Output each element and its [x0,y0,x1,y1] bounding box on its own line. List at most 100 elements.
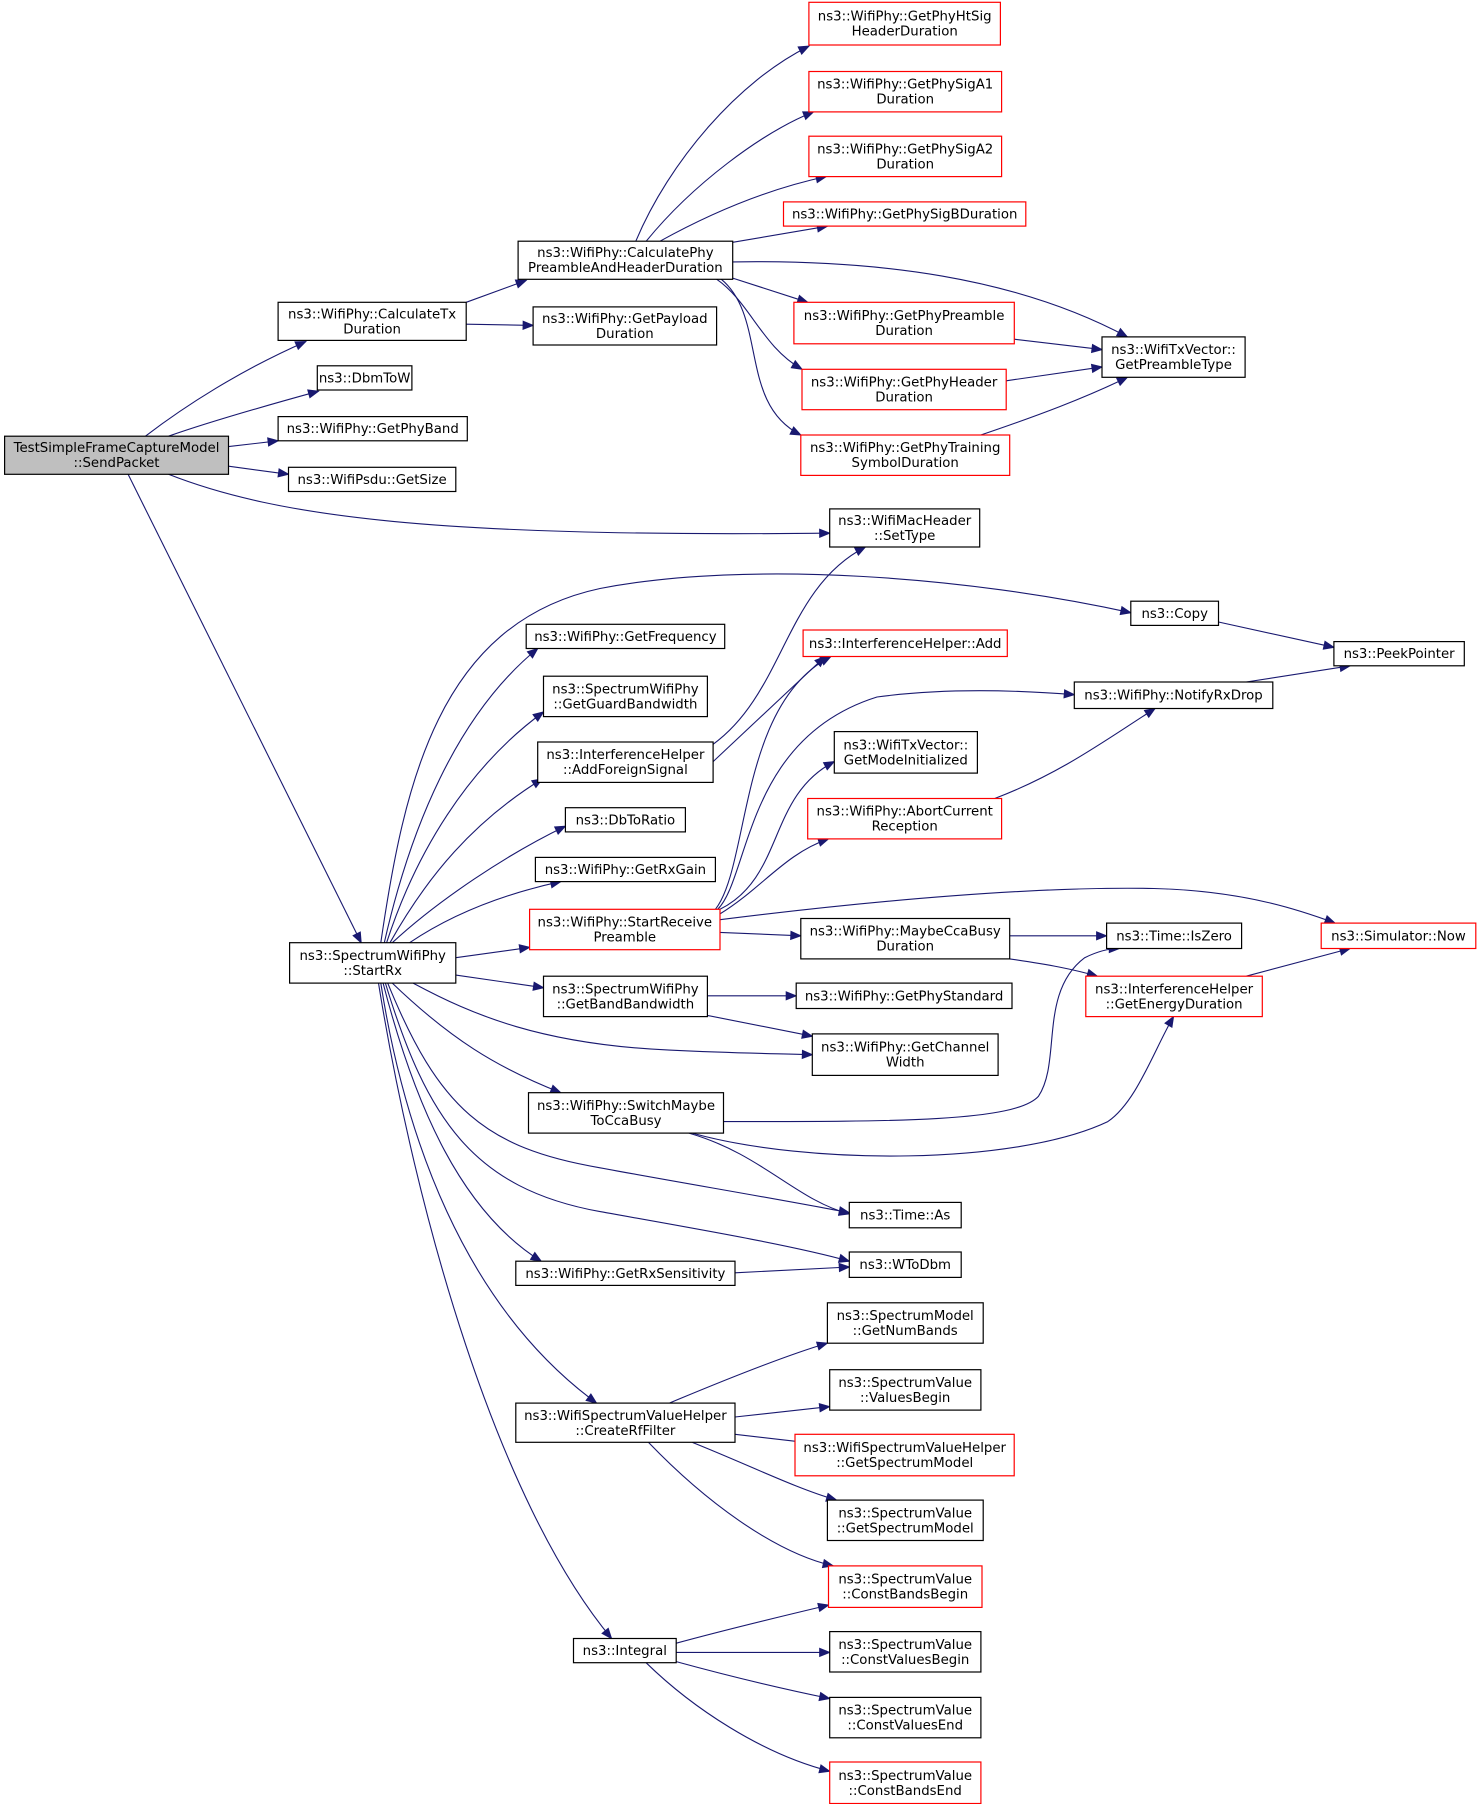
node-box [3,435,230,475]
node-constValuesBegin[interactable]: ns3::SpectrumValue::ConstValuesBegin [829,1630,982,1673]
node-simNow[interactable]: ns3::Simulator::Now [1320,922,1477,950]
edge-phyPreamble-preambleType [1014,338,1103,351]
edge-startRx-channelWidth [412,982,813,1056]
node-label-line: ns3::WifiPhy::GetPhySigBDuration [792,208,1017,223]
edge-calcPreamble-htSig [635,45,810,242]
node-ihAdd[interactable]: ns3::InterferenceHelper::Add [802,629,1008,658]
node-rxGain[interactable]: ns3::WifiPhy::GetRxGain [534,856,717,883]
node-preambleType[interactable]: ns3::WifiTxVector::GetPreambleType [1101,336,1246,378]
node-psduGetSize[interactable]: ns3::WifiPsdu::GetSize [287,466,457,493]
node-label-line: ns3::SpectrumWifiPhy [552,982,699,997]
node-label-line: ns3::WifiPhy::GetRxGain [545,863,706,878]
node-dbToRatio[interactable]: ns3::DbToRatio [564,807,687,833]
node-phyStandard[interactable]: ns3::WifiPhy::GetPhyStandard [795,982,1013,1010]
node-setType[interactable]: ns3::WifiMacHeader::SetType [829,508,981,548]
node-label-line: ::ConstValuesBegin [841,1653,969,1668]
arrowhead-root-startRx [352,931,362,944]
node-calcPreamble[interactable]: ns3::WifiPhy::CalculatePhyPreambleAndHea… [517,240,734,280]
node-box [808,135,1003,178]
node-bandBw[interactable]: ns3::SpectrumWifiPhy::GetBandBandwidth [542,975,708,1018]
node-createRf[interactable]: ns3::WifiSpectrumValueHelper::CreateRfFi… [515,1402,736,1443]
edge-calcPreamble-sigA2 [659,175,827,242]
edge-startRx-guardBw [386,711,544,943]
edge-startReceive-ihAdd [714,656,832,910]
node-notifyRxDrop[interactable]: ns3::WifiPhy::NotifyRxDrop [1073,681,1274,710]
arrowhead-startReceive-simNow [1323,915,1337,924]
node-constBandsEnd[interactable]: ns3::SpectrumValue::ConstBandsEnd [829,1761,982,1804]
node-label-line: ns3::WifiTxVector:: [1111,343,1236,358]
node-copy[interactable]: ns3::Copy [1130,600,1220,627]
node-label-line: ::ConstBandsEnd [849,1784,962,1799]
node-label-line: ns3::SpectrumModel [837,1309,974,1324]
arrowhead-calcTx-getPayload [522,320,535,330]
node-integral[interactable]: ns3::Integral [572,1637,677,1664]
node-box [515,1402,736,1443]
arrowhead-addForeign-setType [853,546,867,556]
node-root[interactable]: TestSimpleFrameCaptureModel::SendPacket [3,435,230,475]
node-modeInit[interactable]: ns3::WifiTxVector::GetModeInitialized [833,730,978,774]
node-label-line: ns3::WifiPhy::GetChannel [821,1041,989,1056]
node-constBandsBegin[interactable]: ns3::SpectrumValue::ConstBandsBegin [827,1565,983,1609]
node-label-line: ns3::WifiTxVector:: [843,738,968,753]
node-label-line: ::SetType [874,529,935,544]
node-startRx[interactable]: ns3::SpectrumWifiPhy::StartRx [289,942,457,984]
node-timeAs[interactable]: ns3::Time::As [848,1201,962,1229]
node-rxSens[interactable]: ns3::WifiPhy::GetRxSensitivity [515,1260,736,1286]
node-valuesBegin[interactable]: ns3::SpectrumValue::ValuesBegin [829,1369,982,1411]
node-label-line: ns3::SpectrumWifiPhy [299,949,446,964]
node-label-line: ns3::Simulator::Now [1331,929,1466,944]
edge-startRx-addForeign [389,778,543,943]
node-getPhyBand[interactable]: ns3::WifiPhy::GetPhyBand [277,416,468,442]
arrowhead-phyTraining-preambleType [1115,376,1129,387]
node-label-line: SymbolDuration [852,456,959,471]
edge-root-startRx [127,474,362,943]
node-svModel[interactable]: ns3::SpectrumValue::GetSpectrumModel [826,1499,984,1542]
node-wToDbm[interactable]: ns3::WToDbm [848,1251,962,1278]
node-getFrequency[interactable]: ns3::WifiPhy::GetFrequency [525,623,726,650]
node-dbmToW[interactable]: ns3::DbmToW [316,365,413,391]
node-addForeign[interactable]: ns3::InterferenceHelper::AddForeignSigna… [537,741,714,784]
node-box [782,201,1027,227]
node-energyDur[interactable]: ns3::InterferenceHelper::GetEnergyDurati… [1085,975,1263,1018]
arrowhead-phyHeader-preambleType [1090,363,1104,374]
node-sigB[interactable]: ns3::WifiPhy::GetPhySigBDuration [782,201,1027,227]
node-phyTraining[interactable]: ns3::WifiPhy::GetPhyTrainingSymbolDurati… [800,434,1011,477]
arrowhead-calcPreamble-phyTraining [789,426,803,436]
node-box [1130,600,1220,627]
node-box [1105,922,1243,950]
node-wsvhModel[interactable]: ns3::WifiSpectrumValueHelper::GetSpectru… [794,1433,1015,1477]
node-peek[interactable]: ns3::PeekPointer [1333,640,1465,667]
node-label-line: ns3::WToDbm [859,1258,951,1273]
node-label-line: ns3::PeekPointer [1344,647,1456,662]
node-label-line: ::GetBandBandwidth [557,997,695,1012]
node-label-line: ToCcaBusy [589,1114,661,1129]
edge-root-setType [168,473,830,535]
node-guardBw[interactable]: ns3::SpectrumWifiPhy::GetGuardBandwidth [542,675,708,718]
arrowhead-integral-constValuesEnd [818,1691,831,1702]
arrowhead-calcPreamble-preambleType [1115,327,1129,338]
node-box [802,629,1008,658]
edge-notifyRxDrop-peek [1246,665,1351,683]
node-isZero[interactable]: ns3::Time::IsZero [1105,922,1243,950]
node-box [826,1302,984,1344]
nodes-layer: TestSimpleFrameCaptureModel::SendPacketn… [3,1,1477,1804]
edge-startRx-dbToRatio [391,825,566,944]
node-numBands[interactable]: ns3::SpectrumModel::GetNumBands [826,1302,984,1344]
node-box [1101,336,1246,378]
node-label-line: ns3::WifiSpectrumValueHelper [803,1441,1006,1456]
node-box [795,982,1013,1010]
node-constValuesEnd[interactable]: ns3::SpectrumValue::ConstValuesEnd [829,1696,982,1739]
node-label-line: ns3::SpectrumValue [838,1769,972,1784]
